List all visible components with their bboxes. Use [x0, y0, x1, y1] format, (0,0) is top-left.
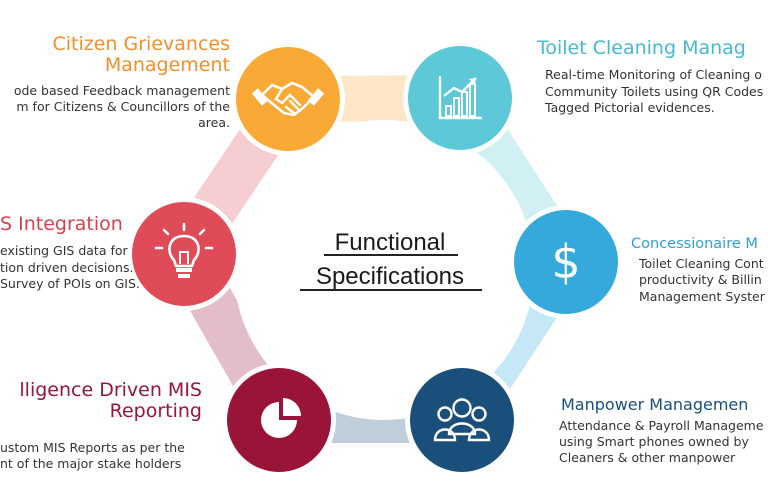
gis-block: S Integration existing GIS data for tion… [0, 213, 140, 292]
handshake-icon [251, 81, 325, 117]
toilet-desc-3: Tagged Pictorial evidences. [545, 99, 715, 115]
citizen-title-2: Management [104, 54, 230, 77]
mis-node [222, 363, 336, 477]
concessionaire-desc-3: Management Syster [639, 288, 765, 304]
gis-desc-2: tion driven decisions. [0, 259, 134, 275]
center-underline-1 [324, 254, 458, 256]
mis-desc-1: ustom MIS Reports as per the [0, 440, 185, 455]
concessionaire-block: Concessionaire M Toilet Cleaning Cont pr… [631, 236, 765, 305]
toilet-desc-1: Real-time Monitoring of Cleaning o [545, 67, 762, 83]
citizen-desc-2: m for Citizens & Councillors of the [16, 98, 230, 114]
citizen-desc-1: ode based Feedback management [13, 82, 230, 98]
mis-title-2: Reporting [109, 400, 202, 423]
mis-desc-2: nt of the major stake holders [0, 456, 182, 472]
manpower-block: Manpower Managemen Attendance & Payroll … [559, 395, 764, 467]
gis-desc-1: existing GIS data for [0, 243, 128, 259]
citizen-title-1: Citizen Grievances [52, 33, 231, 55]
center-underline-2 [300, 289, 482, 291]
center-label: Functional Specifications [290, 226, 490, 294]
manpower-desc-2: using Smart phones owned by [559, 434, 749, 450]
manpower-node [405, 363, 519, 477]
manpower-desc-1: Attendance & Payroll Manageme [559, 417, 764, 433]
manpower-title: Manpower Managemen [561, 395, 749, 414]
toilet-block: Toilet Cleaning Manag Real-time Monitori… [537, 37, 764, 116]
gis-desc-3: Survey of POIs on GIS. [0, 275, 140, 291]
node-circles: $ [127, 41, 623, 477]
concessionaire-title: Concessionaire M [631, 236, 758, 252]
people-icon [433, 398, 491, 442]
lightbulb-icon [154, 222, 214, 278]
gis-title: S Integration [0, 213, 123, 235]
center-line-1: Functional [334, 229, 446, 256]
toilet-desc-2: Community Toilets using QR Codes [545, 83, 764, 99]
concessionaire-desc-1: Toilet Cleaning Cont [639, 256, 764, 272]
center-line-2: Specifications [315, 263, 465, 290]
mis-desc-block: ustom MIS Reports as per the nt of the m… [0, 440, 185, 473]
citizen-block: Citizen Grievances Management ode based … [13, 33, 231, 131]
manpower-desc-3: Cleaners & other manpower [559, 450, 736, 466]
center-disc [234, 120, 534, 420]
citizen-node [231, 42, 345, 156]
bar-chart-icon [438, 76, 482, 120]
citizen-desc-3: area. [198, 115, 230, 131]
mis-block: lligence Driven MIS Reporting [19, 379, 202, 423]
concessionaire-node: $ [509, 205, 623, 319]
pie-chart-icon [261, 398, 301, 438]
toilet-node [403, 41, 517, 155]
gis-node [127, 197, 241, 311]
toilet-title: Toilet Cleaning Manag [537, 37, 746, 59]
dollar-icon: $ [551, 235, 580, 289]
mis-title-1: lligence Driven MIS [19, 379, 202, 401]
svg-text:$: $ [551, 235, 580, 289]
concessionaire-desc-2: productivity & Billin [639, 272, 762, 288]
